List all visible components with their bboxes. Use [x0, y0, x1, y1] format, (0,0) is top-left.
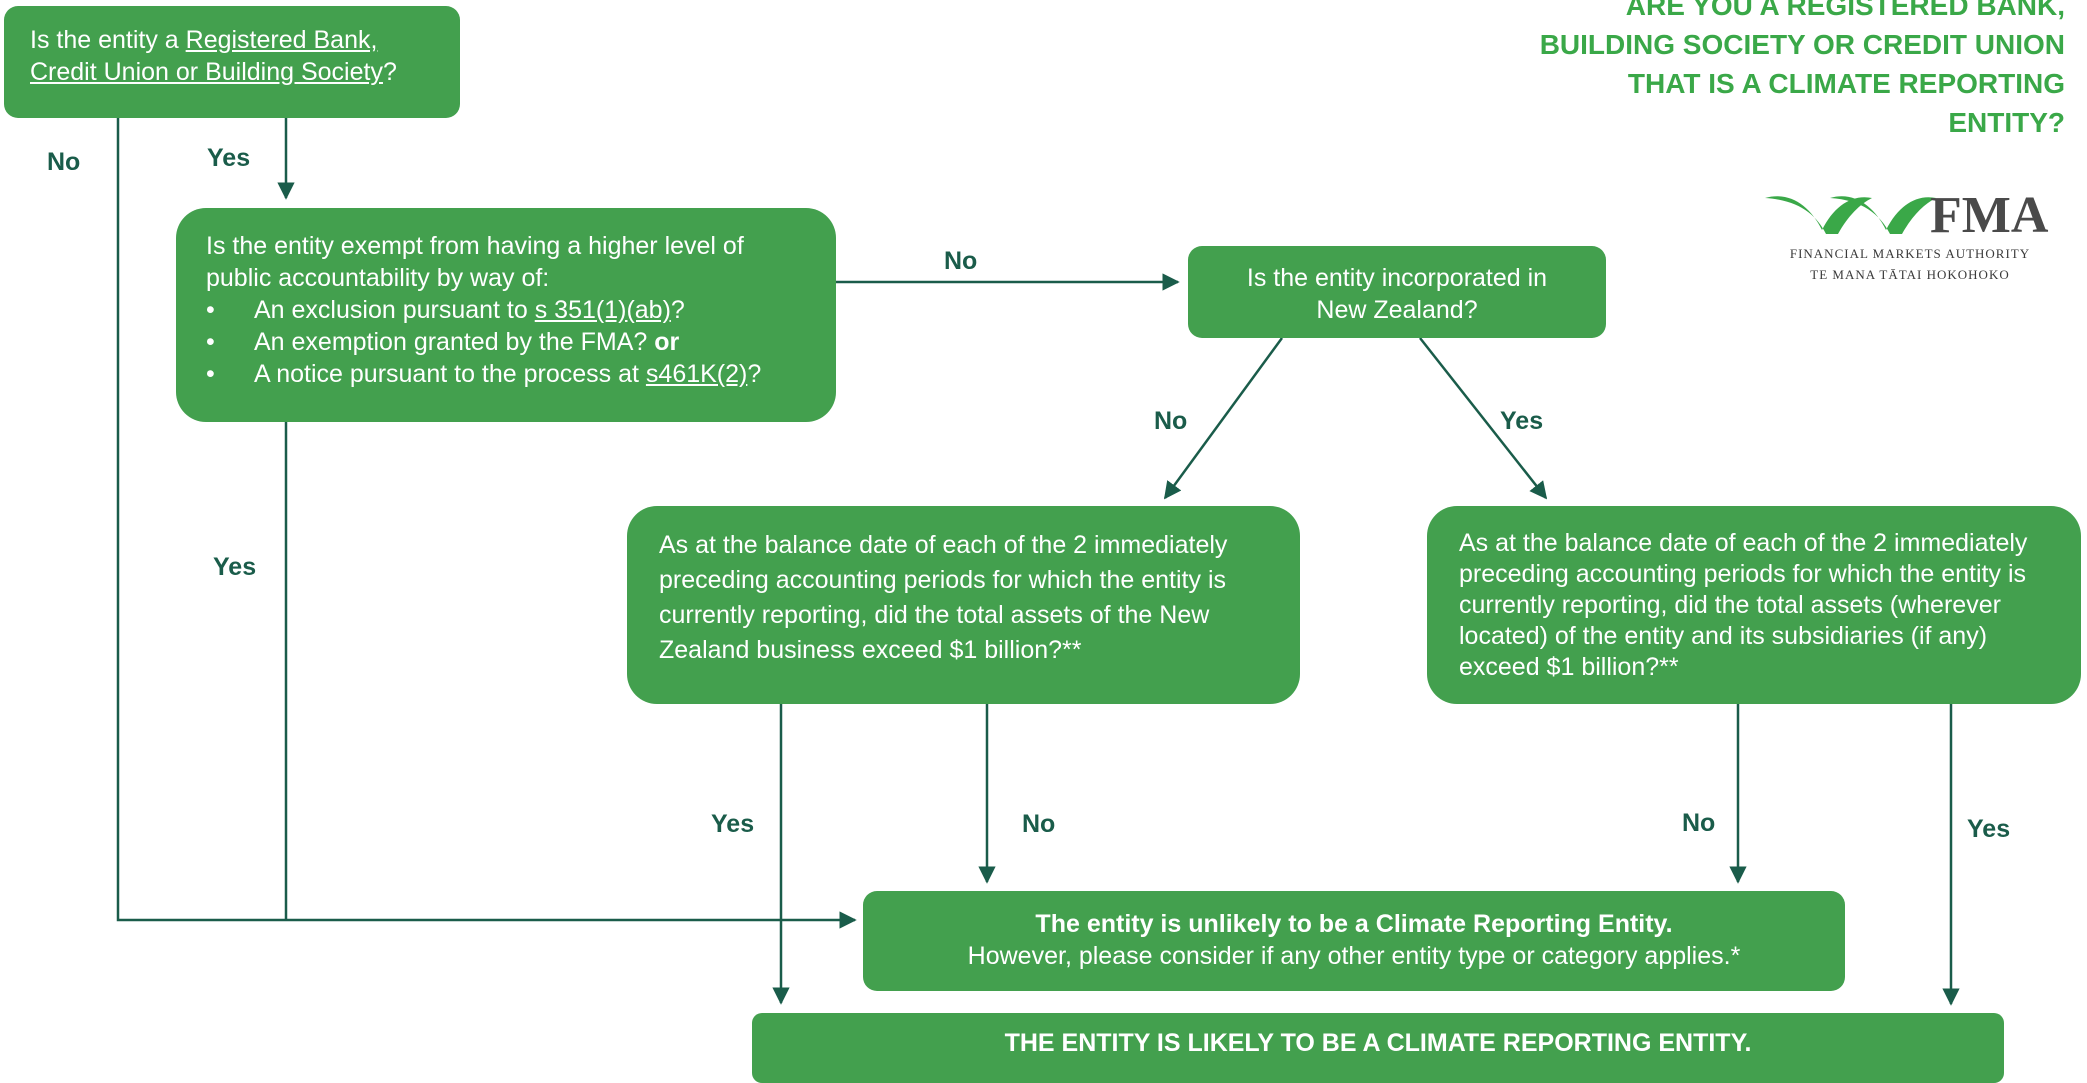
connector-q3-no — [1163, 337, 1284, 500]
result-unlikely-note: However, please consider if any other en… — [967, 942, 1741, 970]
label-q2-no: No — [944, 247, 978, 275]
wave-icon — [1765, 196, 1936, 234]
label-q5-yes: Yes — [1967, 815, 2011, 843]
connector-q1-no — [116, 118, 857, 929]
label-q4-no: No — [1022, 810, 1056, 838]
result-unlikely: The entity is unlikely to be a Climate R… — [863, 891, 1845, 991]
label-q5-no: No — [1682, 809, 1716, 837]
question-total-assets: As at the balance date of each of the 2 … — [1427, 506, 2081, 704]
q1-pre: Is the entity a — [30, 26, 186, 54]
label-q2-yes: Yes — [213, 553, 257, 581]
question-incorporated-nz: Is the entity incorporated in New Zealan… — [1188, 246, 1606, 338]
logo-mark: FMA — [1930, 187, 2049, 244]
q2-bullet-notice: A notice pursuant to the process at s461… — [206, 358, 806, 390]
link-s461k[interactable]: s461K(2) — [645, 360, 748, 388]
logo-line2: TE MANA TĀTAI HOKOHOKO — [1810, 267, 2010, 282]
link-s351[interactable]: s 351(1)(ab) — [534, 296, 671, 324]
q1-link-part2[interactable]: Credit Union or Building Society — [30, 58, 383, 86]
fma-logo — [1765, 196, 1936, 234]
result-likely: THE ENTITY IS LIKELY TO BE A CLIMATE REP… — [752, 1013, 2004, 1083]
q2-bullet-exemption: An exemption granted by the FMA? or — [206, 326, 806, 358]
label-q1-no: No — [47, 148, 81, 176]
q2-bullet-exclusion: An exclusion pursuant to s 351(1)(ab)? — [206, 294, 806, 326]
label-q3-no: No — [1154, 407, 1188, 435]
q1-post: ? — [382, 58, 397, 86]
connector-q3-yes — [1419, 337, 1548, 500]
result-unlikely-heading: The entity is unlikely to be a Climate R… — [1035, 910, 1673, 938]
label-q1-yes: Yes — [207, 144, 251, 172]
q2-intro: Is the entity exempt from having a highe… — [206, 232, 744, 292]
question-registered-entity: Is the entity a Registered Bank, Credit U… — [4, 6, 460, 118]
page-title: ARE YOU A REGISTERED BANK, BUILDING SOCI… — [1539, 0, 2065, 138]
q1-link-part1[interactable]: Registered Bank, — [185, 26, 378, 54]
logo-line1: FINANCIAL MARKETS AUTHORITY — [1789, 246, 2031, 261]
label-q4-yes: Yes — [711, 810, 755, 838]
q2-bullet-list: An exclusion pursuant to s 351(1)(ab)? A… — [206, 294, 806, 390]
question-nz-assets: As at the balance date of each of the 2 … — [627, 506, 1300, 704]
question-exempt: Is the entity exempt from having a highe… — [176, 208, 836, 422]
label-q3-yes: Yes — [1500, 407, 1544, 435]
